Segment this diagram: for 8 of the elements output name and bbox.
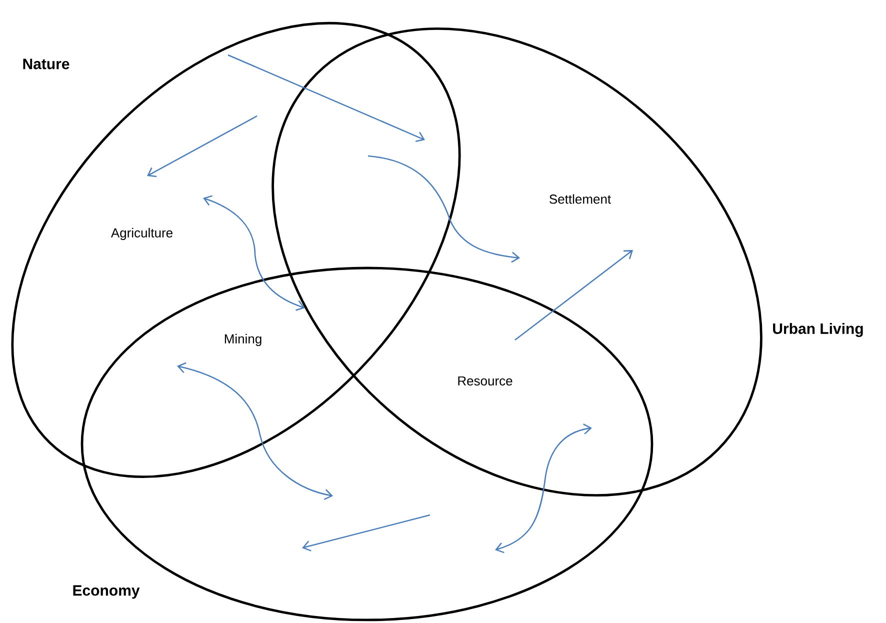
arrow (514, 250, 633, 340)
region-label: Settlement (550, 194, 611, 204)
region-label: Mining (224, 334, 262, 346)
region-label: Agriculture (110, 228, 172, 240)
arrow (203, 195, 306, 311)
region-label: Resource (458, 376, 512, 386)
arrow (368, 155, 520, 263)
node-label: Urban Living (773, 322, 863, 338)
